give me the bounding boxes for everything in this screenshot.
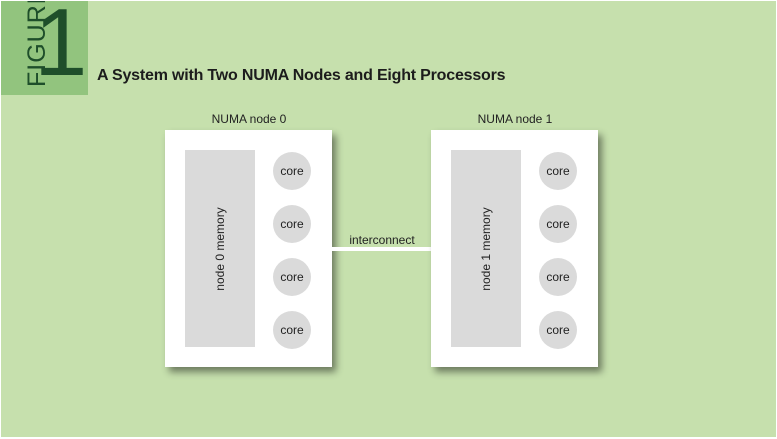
figure-title: A System with Two NUMA Nodes and Eight P… [97, 67, 506, 84]
node-0-core-2: core [273, 205, 311, 243]
node-0-label: NUMA node 0 [211, 112, 287, 126]
node-0-core-4: core [273, 311, 311, 349]
figure-number: 1 [34, 1, 88, 95]
numa-node-1: node 1 memory core core core core [431, 130, 598, 367]
interconnect-label: interconnect [349, 233, 415, 247]
numa-node-0: node 0 memory core core core core [165, 130, 332, 367]
node-0-core-1: core [273, 152, 311, 190]
node-1-core-2: core [539, 205, 577, 243]
node-1-label: NUMA node 1 [477, 112, 553, 126]
node-1-core-4: core [539, 311, 577, 349]
node-0-core-3: core [273, 258, 311, 296]
node-1-memory-label: node 1 memory [479, 206, 493, 291]
figure-badge: FIGURE 1 [1, 1, 88, 95]
node-1-memory: node 1 memory [451, 150, 521, 347]
node-1-core-3: core [539, 258, 577, 296]
node-0-memory-label: node 0 memory [213, 206, 227, 291]
interconnect-line [332, 247, 432, 251]
node-0-memory: node 0 memory [185, 150, 255, 347]
node-1-core-1: core [539, 152, 577, 190]
